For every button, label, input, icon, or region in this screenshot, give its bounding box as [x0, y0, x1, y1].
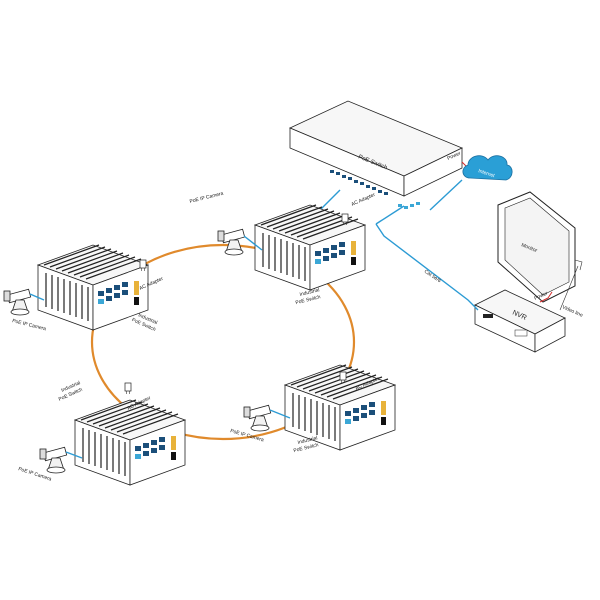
poe-switch: PoE Switch — [289, 100, 463, 209]
nvr: NVR — [474, 289, 566, 353]
camera-left — [3, 288, 32, 316]
internet-cloud: Internet — [462, 155, 513, 181]
industrial-switch-right-label: Industrial PoE Switch — [291, 435, 321, 454]
industrial-switch-top — [254, 204, 366, 291]
camera-bottom — [39, 446, 68, 474]
industrial-switch-top-label: Industrial PoE Switch — [293, 287, 323, 306]
industrial-switch-bottom-label: Industrial PoE Switch — [55, 380, 86, 403]
poe-switch-ports — [330, 170, 420, 209]
camera-right — [243, 404, 272, 432]
cat-cable — [375, 223, 479, 311]
sw-right-line1: Industrial — [297, 435, 318, 446]
camera-top — [217, 228, 246, 256]
monitor-label: Monitor — [520, 242, 538, 254]
camera-left-label: PoE IP Camera — [12, 318, 47, 332]
ac-adapter-bottom — [124, 382, 132, 395]
internet-link — [429, 179, 463, 211]
nvr-power-label: Power — [533, 290, 549, 301]
ac-adapter-top-label: AC Adapter — [350, 192, 376, 208]
internet-label: Internet — [477, 168, 496, 179]
power-label: Power — [446, 150, 462, 161]
industrial-switch-bottom — [74, 399, 186, 486]
nvr-power-cord — [539, 291, 553, 303]
video-line-label: Video line — [561, 304, 584, 318]
camera-left-cable — [29, 293, 45, 301]
monitor: Monitor — [497, 191, 583, 303]
camera-top-label: PoE IP Camera — [189, 191, 224, 205]
camera-right-cable — [269, 409, 291, 419]
camera-top-cable — [243, 235, 263, 251]
sw-top-line1: Industrial — [299, 287, 320, 298]
uplink-cable-2 — [375, 205, 405, 225]
camera-bottom-cable — [65, 451, 83, 459]
uplink-cable-1 — [317, 189, 341, 213]
cat-line-label: Cat 5e/6 — [423, 269, 442, 285]
fiber-ring — [90, 243, 356, 441]
industrial-switch-left — [37, 244, 149, 331]
video-cable — [559, 265, 579, 311]
